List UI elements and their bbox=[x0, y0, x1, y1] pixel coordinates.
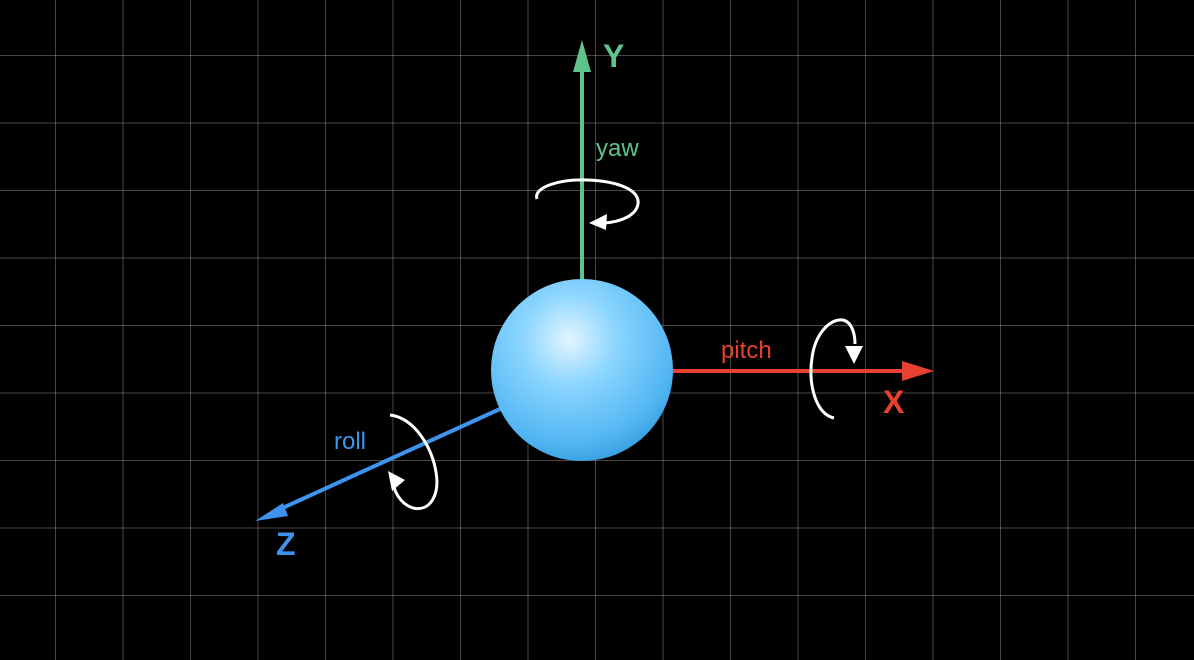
yaw-rotation-arrowhead bbox=[589, 214, 607, 230]
pitch-rotation-arrowhead bbox=[845, 346, 863, 364]
z-axis-arrowhead bbox=[255, 503, 288, 521]
y-axis: Y yaw bbox=[573, 38, 639, 280]
x-axis: X pitch bbox=[668, 337, 934, 420]
yaw-rotation-curve bbox=[535, 178, 640, 225]
roll-rotation-curve bbox=[389, 413, 439, 511]
pitch-rotation-curve bbox=[809, 318, 857, 420]
z-axis-line bbox=[275, 407, 501, 513]
roll-rotation-arrow: roll bbox=[334, 413, 439, 511]
sphere bbox=[491, 279, 673, 461]
y-axis-arrowhead bbox=[573, 40, 591, 72]
yaw-rotation-arrow bbox=[535, 178, 640, 230]
y-axis-label: Y bbox=[603, 38, 624, 74]
pitch-label: pitch bbox=[721, 337, 772, 364]
roll-label: roll bbox=[334, 428, 366, 455]
pitch-rotation-arrow bbox=[809, 318, 863, 420]
z-axis: Z bbox=[255, 407, 501, 562]
z-axis-label: Z bbox=[276, 526, 296, 562]
x-axis-label: X bbox=[883, 384, 905, 420]
x-axis-arrowhead bbox=[902, 361, 934, 381]
yaw-label: yaw bbox=[596, 135, 639, 162]
roll-rotation-arrowhead bbox=[388, 471, 405, 491]
